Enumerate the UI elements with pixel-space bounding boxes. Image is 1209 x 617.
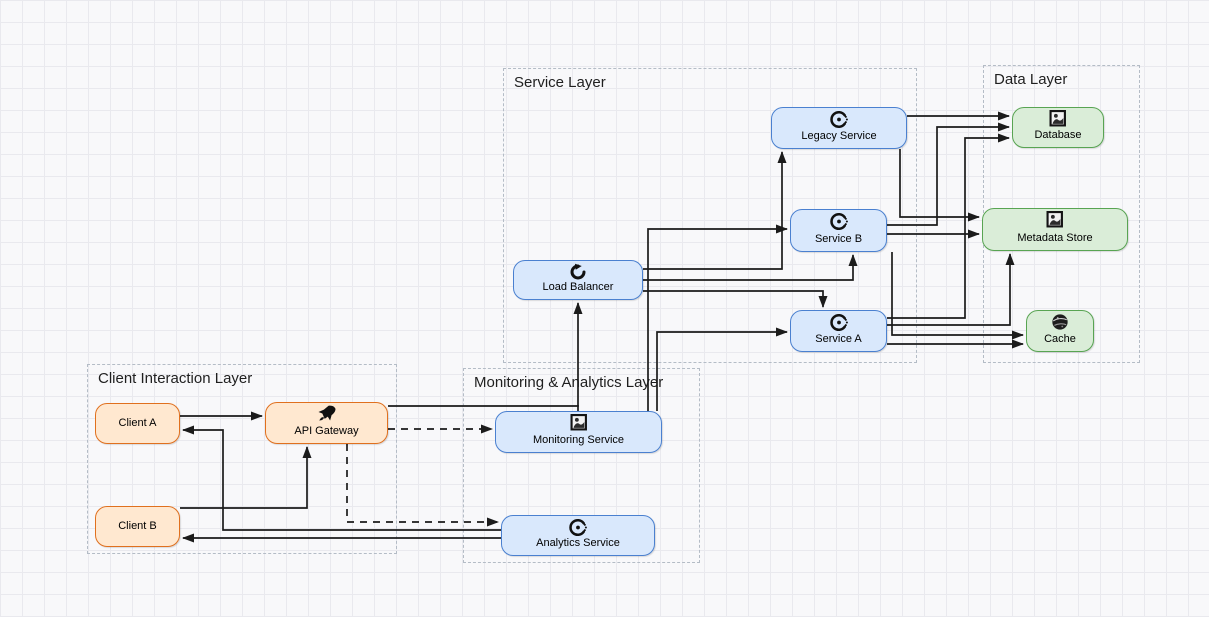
node-label: Database xyxy=(1034,129,1082,141)
picture-icon xyxy=(570,414,587,431)
layer-service-layer[interactable]: Service Layer xyxy=(503,68,917,363)
layer-label: Service Layer xyxy=(514,74,606,91)
picture-icon xyxy=(1046,211,1064,228)
node-label: Metadata Store xyxy=(1017,232,1093,244)
sync-arrows-icon xyxy=(569,263,587,281)
node-load-balancer[interactable]: Load Balancer xyxy=(513,260,643,300)
edge-monitoring-to-service-a[interactable] xyxy=(656,327,788,411)
picture-icon xyxy=(1049,110,1067,127)
edge-load-balancer-to-service-b[interactable] xyxy=(643,254,858,281)
node-service-b[interactable]: Service B xyxy=(790,209,887,252)
node-label: Service A xyxy=(815,333,862,345)
node-api-gateway[interactable]: API Gateway xyxy=(265,402,388,444)
node-monitoring-service[interactable]: Monitoring Service xyxy=(495,411,662,453)
node-database[interactable]: Database xyxy=(1012,107,1104,148)
node-label: Load Balancer xyxy=(542,281,614,293)
globe-icon xyxy=(1051,313,1069,331)
service-icon xyxy=(829,313,848,332)
edge-service-a-to-database[interactable] xyxy=(887,133,1010,319)
edge-service-b-to-cache[interactable] xyxy=(891,252,1024,340)
node-client-b[interactable]: Client B xyxy=(95,506,180,547)
layer-label: Client Interaction Layer xyxy=(98,370,253,387)
node-analytics-service[interactable]: Analytics Service xyxy=(501,515,655,556)
node-legacy-service[interactable]: Legacy Service xyxy=(771,107,907,149)
service-icon xyxy=(830,110,849,129)
edge-api-gateway-to-analytics[interactable] xyxy=(346,444,499,527)
layer-client-interaction-layer[interactable]: Client Interaction Layer xyxy=(87,364,397,554)
layer-monitoring-analytics-layer[interactable]: Monitoring & Analytics Layer xyxy=(463,368,700,563)
edge-load-balancer-to-service-a[interactable] xyxy=(643,290,828,308)
service-icon xyxy=(829,212,848,231)
node-service-a[interactable]: Service A xyxy=(790,310,887,352)
layer-label: Monitoring & Analytics Layer xyxy=(474,374,664,391)
node-metadata-store[interactable]: Metadata Store xyxy=(982,208,1128,251)
edge-service-b-to-database[interactable] xyxy=(887,122,1010,226)
node-label: API Gateway xyxy=(294,425,359,437)
node-client-a[interactable]: Client A xyxy=(95,403,180,444)
node-label: Monitoring Service xyxy=(532,434,625,446)
node-label: Client A xyxy=(118,417,157,429)
edge-load-balancer-to-legacy-service[interactable] xyxy=(643,151,787,270)
edge-monitoring-to-service-b[interactable] xyxy=(647,224,788,411)
node-label: Legacy Service xyxy=(801,130,877,142)
edge-service-a-to-metadata[interactable] xyxy=(887,253,1015,326)
edge-api-gateway-to-load-balancer[interactable] xyxy=(388,302,583,407)
edge-legacy-service-to-metadata[interactable] xyxy=(899,149,980,222)
node-label: Client B xyxy=(118,520,157,532)
layer-label: Data Layer xyxy=(994,71,1068,88)
node-cache[interactable]: Cache xyxy=(1026,310,1094,352)
edge-client-b-to-api-gateway[interactable] xyxy=(180,446,312,509)
edge-analytics-to-client-a[interactable] xyxy=(182,425,501,531)
node-label: Cache xyxy=(1044,333,1076,345)
node-label: Analytics Service xyxy=(536,537,620,549)
rocket-icon xyxy=(317,405,336,422)
service-icon xyxy=(569,518,588,537)
node-label: Service B xyxy=(814,233,863,245)
